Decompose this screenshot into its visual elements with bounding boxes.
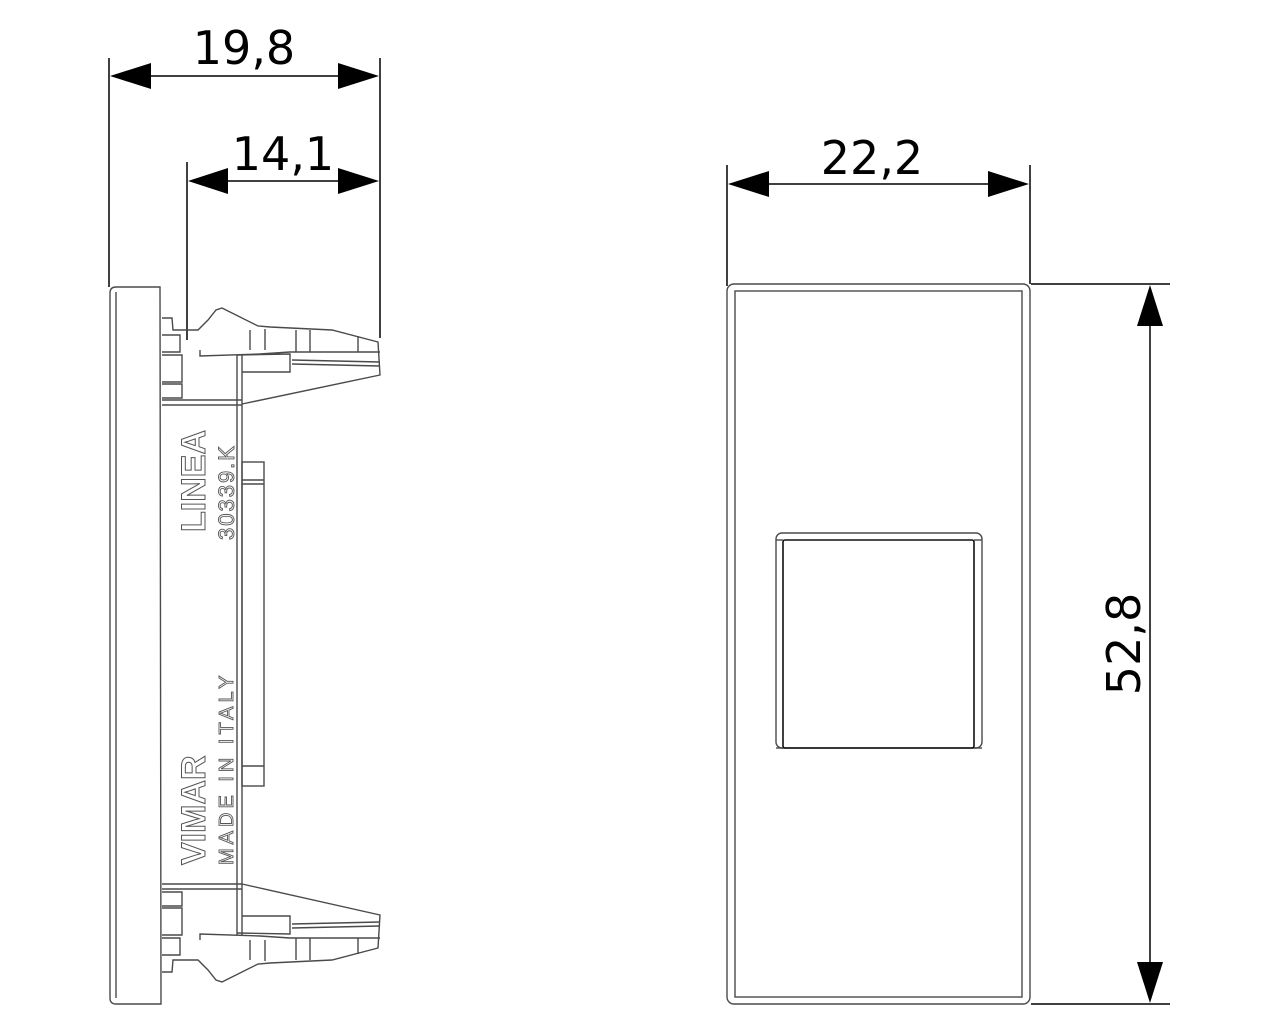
side-view: 19,8 14,1 (108, 21, 381, 1005)
series-marking: LINEA (175, 430, 213, 532)
arrow-left-icon (110, 63, 151, 89)
arrow-left-icon (188, 168, 228, 194)
arrow-right-icon (338, 168, 379, 194)
dimension-total-depth: 19,8 (108, 21, 381, 338)
side-front-plate (109, 286, 162, 1005)
dimension-label-clip-depth: 14,1 (232, 127, 334, 181)
arrow-right-icon (988, 171, 1029, 197)
brand-marking: VIMAR (175, 755, 213, 865)
dimension-label-total-depth: 19,8 (193, 21, 295, 75)
dimension-width: 22,2 (726, 131, 1031, 286)
side-top-clip (162, 307, 381, 405)
side-body (162, 355, 265, 935)
dimension-label-height: 52,8 (1097, 593, 1151, 695)
dimension-label-width: 22,2 (821, 131, 923, 185)
dimension-height: 52,8 (1031, 283, 1170, 1005)
front-aperture (775, 532, 983, 749)
front-plate (726, 283, 1031, 1005)
product-code-marking: 30339.K (214, 444, 239, 540)
arrow-left-icon (728, 171, 769, 197)
arrow-down-icon (1137, 962, 1163, 1003)
side-bottom-clip (162, 883, 381, 983)
arrow-up-icon (1137, 285, 1163, 326)
origin-marking: MADE IN ITALY (216, 671, 238, 865)
side-markings: LINEA 30339.K VIMAR MADE IN ITALY (175, 430, 240, 866)
front-view: 22,2 52,8 (726, 131, 1170, 1005)
arrow-right-icon (338, 63, 379, 89)
dimension-clip-depth: 14,1 (186, 127, 379, 340)
